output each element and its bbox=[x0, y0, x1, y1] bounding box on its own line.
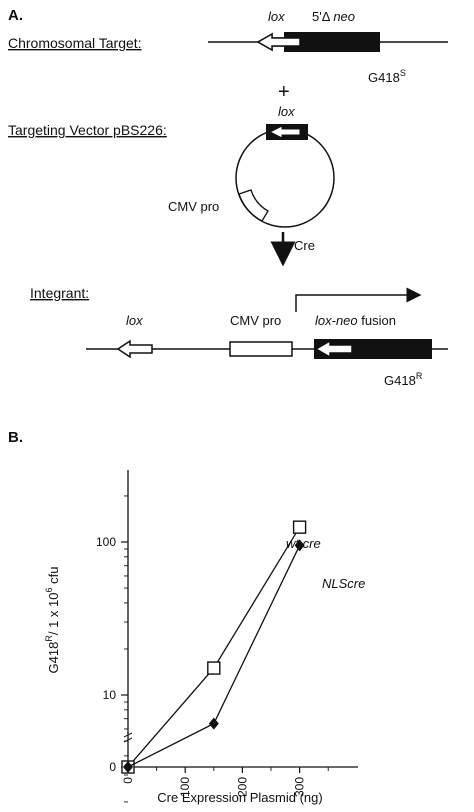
integrant-neo-box bbox=[314, 339, 432, 359]
integrant-cmv-promoter-label: CMV pro bbox=[230, 313, 281, 328]
x-tick-label: 300 bbox=[293, 777, 307, 797]
vector-lox-arrow-icon bbox=[268, 125, 301, 139]
series-line-wt-cre bbox=[127, 526, 301, 768]
transcription-arrow bbox=[295, 287, 422, 312]
series-label-wt-cre: wt cre bbox=[286, 536, 321, 551]
neo-gene-box bbox=[284, 32, 380, 52]
x-tick-label: 100 bbox=[178, 777, 192, 797]
y-tick-label: 0 bbox=[109, 760, 116, 774]
vector-lox-label: lox bbox=[278, 104, 295, 119]
integrant-lox-arrow-icon bbox=[116, 339, 153, 359]
cre-arrow-label: Cre bbox=[294, 238, 315, 253]
g418-sensitive-label: G418S bbox=[368, 68, 406, 85]
series-line-nls-cre bbox=[127, 545, 301, 768]
data-point-nls-cre bbox=[294, 539, 305, 552]
x-axis-label: Cre Expression Plasmid (ng) bbox=[157, 790, 322, 805]
y-tick-label: 10 bbox=[103, 688, 117, 702]
data-point-wt-cre bbox=[207, 661, 221, 675]
panel-b-label: B. bbox=[8, 429, 23, 446]
integrant-lox-label: lox bbox=[126, 313, 143, 328]
y-tick-label: 100 bbox=[96, 535, 116, 549]
g418-resistant-label: G418R bbox=[384, 371, 423, 388]
y-ticks: 0 10 100 bbox=[96, 495, 133, 803]
targeting-vector-heading: Targeting Vector pBS226: bbox=[8, 122, 167, 138]
cmv-promoter-arc bbox=[238, 189, 269, 222]
data-point-wt-cre bbox=[292, 520, 307, 534]
integrant-cmv-promoter-box bbox=[229, 341, 293, 357]
chromosomal-target-heading: Chromosomal Target: bbox=[8, 35, 142, 51]
x-tick-label: 200 bbox=[235, 777, 249, 797]
series-label-nls-cre: NLScre bbox=[322, 576, 365, 591]
chromosome-lox-label: lox bbox=[268, 9, 285, 24]
neo-gene-label: 5'Δ neo bbox=[312, 9, 355, 24]
chromosome-lox-arrow-overlay-icon bbox=[256, 32, 301, 52]
integrant-lox-neo-arrow-icon bbox=[314, 339, 353, 359]
axis-break-mark bbox=[123, 732, 133, 738]
vector-cmv-promoter-label: CMV pro bbox=[168, 199, 219, 214]
axis-break-mark bbox=[123, 737, 133, 743]
data-point-nls-cre bbox=[208, 717, 219, 730]
integrant-heading: Integrant: bbox=[30, 285, 89, 301]
panel-a-label: A. bbox=[8, 7, 23, 24]
data-point-nls-cre bbox=[123, 761, 133, 773]
y-axis-label: G418R/ 1 x 106 cfu bbox=[44, 567, 61, 674]
chart: 0 10 100 0 100 200 300 G418R/ 1 x 106 cfu Cre… bbox=[44, 470, 365, 805]
x-tick-label: 0 bbox=[121, 777, 135, 784]
series-layer bbox=[121, 520, 307, 774]
lox-neo-fusion-label: lox-neo fusion bbox=[315, 313, 396, 328]
plus-sign: + bbox=[278, 81, 290, 103]
